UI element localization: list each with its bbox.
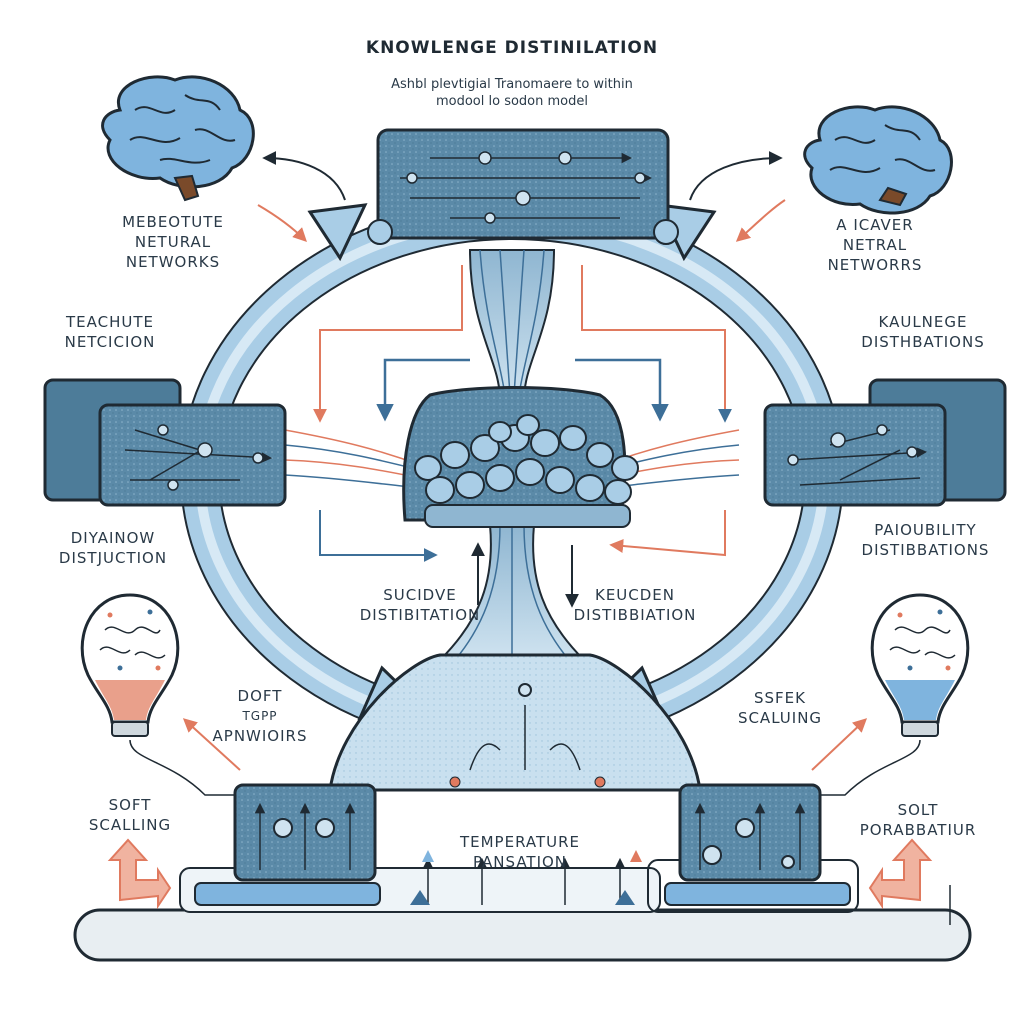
bottom-right-panel <box>678 783 822 882</box>
probability-label-line: PAIOUBILITY <box>874 521 977 539</box>
temperature-label: TEMPERATURE PANSATION <box>430 832 610 872</box>
lightbulb-icon <box>870 593 970 737</box>
base-platform <box>73 859 972 962</box>
doft-label-line: DOFT <box>237 687 283 705</box>
top-network-panel <box>367 128 679 245</box>
probability-label-line: DISTIBBATIONS <box>861 541 990 559</box>
bottom-left-panel <box>233 783 377 882</box>
keucden-label-line: DISTIBBIATION <box>573 606 697 624</box>
divainow-label: DIYAINOW DISTJUCTION <box>28 528 198 568</box>
diagram-subtitle: Ashbl plevtigial Tranomaere to within mo… <box>0 76 1024 110</box>
solt-right-label-line: PORABBATIUR <box>859 821 977 839</box>
top-right-label: A ICAVER NETRAL NETWORRS <box>800 215 950 275</box>
top-left-label-line: NETURAL <box>134 233 212 251</box>
doft-label-line: APNWIOIRS <box>212 727 308 745</box>
sucidve-label-line: SUCIDVE <box>383 586 457 604</box>
solt-right-label-line: SOLT <box>897 801 939 819</box>
temperature-label-line: PANSATION <box>472 853 568 871</box>
subtitle-line: modool lo sodon model <box>435 94 588 109</box>
bottom-node <box>328 653 702 792</box>
divainow-label-line: DIYAINOW <box>70 529 156 547</box>
ssfek-label: SSFEK SCALUING <box>715 688 845 728</box>
brain-icon <box>101 75 255 202</box>
doft-label: DOFT TGPP APNWIOIRS <box>200 686 320 746</box>
top-right-label-line: NETWORRS <box>827 256 923 274</box>
divainow-label-line: DISTJUCTION <box>58 549 168 567</box>
ring-arrowhead-icon <box>307 203 368 262</box>
knowledge-label: KAULNEGE DISTHBATIONS <box>848 312 998 352</box>
sucidve-label: SUCIDVE DISTIBITATION <box>345 585 495 625</box>
top-left-label: MEBEOTUTE NETURAL NETWORKS <box>98 212 248 272</box>
brain-icon <box>803 105 953 215</box>
top-left-label-line: NETWORKS <box>125 253 221 271</box>
central-node-cluster <box>402 386 639 528</box>
subtitle-line: Ashbl plevtigial Tranomaere to within <box>391 77 633 92</box>
top-left-label-line: MEBEOTUTE <box>122 213 224 231</box>
soft-left-label-line: SCALLING <box>88 816 172 834</box>
teacher-label: TEACHUTE NETCICION <box>30 312 190 352</box>
temperature-label-line: TEMPERATURE <box>459 833 581 851</box>
keucden-label-line: KEUCDEN <box>594 586 675 604</box>
soft-left-label-line: SOFT <box>108 796 152 814</box>
probability-label: PAIOUBILITY DISTIBBATIONS <box>848 520 1003 560</box>
ssfek-label-line: SSFEK <box>754 689 806 707</box>
teacher-label-line: NETCICION <box>64 333 156 351</box>
sucidve-label-line: DISTIBITATION <box>359 606 481 624</box>
top-right-label-line: A ICAVER <box>836 216 914 234</box>
solt-right-label: SOLT PORABBATIUR <box>838 800 998 840</box>
soft-left-label: SOFT SCALLING <box>65 795 195 835</box>
top-right-label-line: NETRAL <box>842 236 908 254</box>
knowledge-label-line: DISTHBATIONS <box>861 333 985 351</box>
teacher-label-line: TEACHUTE <box>65 313 154 331</box>
diagram-title: KNOWLENGE DISTINILATION <box>365 38 659 58</box>
knowledge-label-line: KAULNEGE <box>878 313 968 331</box>
arrow-icon <box>107 151 951 925</box>
ssfek-label-line: SCALUING <box>737 709 823 727</box>
lightbulb-icon <box>80 593 180 737</box>
keucden-label: KEUCDEN DISTIBBIATION <box>560 585 710 625</box>
doft-label-line: TGPP <box>242 709 278 723</box>
left-network-panel <box>43 378 287 507</box>
right-network-panel <box>763 378 1007 507</box>
